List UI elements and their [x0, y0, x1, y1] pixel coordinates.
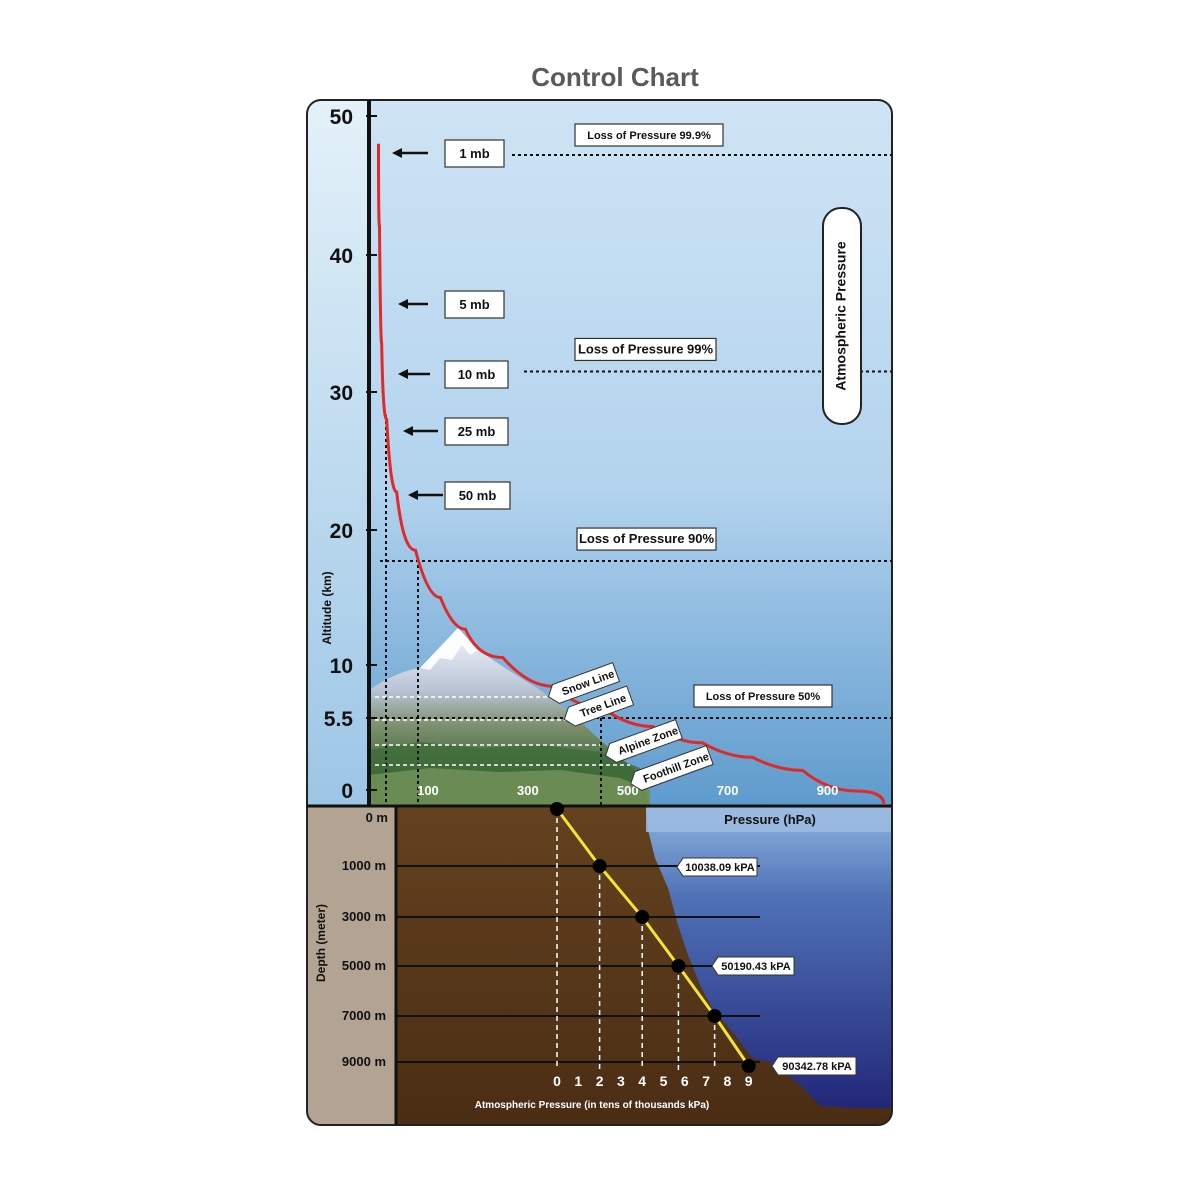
depth-point [741, 1059, 756, 1073]
pressure-callout-box [711, 956, 795, 976]
x-tick-label: 300 [517, 783, 539, 798]
loss-level-box [574, 337, 717, 362]
loss-level-box [574, 123, 724, 147]
y-tick-label: 30 [330, 382, 353, 405]
depth-x-tick-label: 1 [574, 1073, 582, 1089]
x-tick-label: 100 [417, 783, 439, 798]
pressure-callout-label: 50190.43 kPA [721, 961, 791, 973]
y-tick-label: 5.5 [324, 708, 354, 731]
altitude-axis-background [307, 100, 369, 806]
marker-arrow-head [392, 148, 402, 158]
loss-level-label: Loss of Pressure 99% [578, 341, 714, 356]
depth-tick-label: 1000 m [342, 858, 386, 873]
x-tick-label: 500 [617, 783, 639, 798]
depth-point [707, 1009, 722, 1023]
depth-x-axis-label: Atmospheric Pressure (in tens of thousan… [475, 1100, 710, 1111]
depth-x-tick-label: 4 [638, 1073, 646, 1089]
depth-x-tick-label: 7 [702, 1073, 710, 1089]
depth-point [671, 959, 686, 973]
depth-x-tick-label: 8 [724, 1073, 732, 1089]
pressure-callout-box [771, 1056, 857, 1076]
x-axis-label: Pressure (hPa) [724, 812, 816, 827]
pressure-marker-label: 50 mb [459, 488, 497, 503]
depth-axis-background [307, 806, 397, 1125]
panel-border [306, 99, 893, 1126]
marker-arrow-head [403, 426, 413, 436]
marker-arrow-head [408, 490, 418, 500]
depth-point [592, 859, 607, 873]
depth-x-tick-label: 3 [617, 1073, 625, 1089]
pressure-marker-label: 1 mb [459, 146, 489, 161]
depth-tick-label: 3000 m [342, 909, 386, 924]
depth-pressure-line [555, 808, 750, 1067]
y-tick-label: 10 [330, 655, 353, 678]
depth-x-tick-label: 2 [596, 1073, 604, 1089]
x-tick-label: 700 [717, 783, 739, 798]
pressure-marker-label: 10 mb [458, 367, 496, 382]
depth-point [550, 802, 564, 816]
depth-x-tick-label: 9 [745, 1073, 753, 1089]
side-label-box [822, 207, 862, 425]
pressure-callout-label: 10038.09 kPA [685, 862, 755, 874]
chart-title: Control Chart [531, 62, 699, 92]
pressure-marker-box [444, 481, 511, 510]
depth-tick-label: 9000 m [342, 1054, 386, 1069]
pressure-marker-box [444, 417, 509, 446]
pressure-marker-label: 5 mb [459, 297, 489, 312]
x-tick-label: 900 [817, 783, 839, 798]
depth-tick-label: 7000 m [342, 1008, 386, 1023]
depth-point [635, 910, 650, 924]
pressure-curve [377, 143, 886, 806]
y-tick-label: 20 [330, 520, 353, 543]
side-label: Atmospheric Pressure [833, 241, 849, 391]
y-tick-label: 50 [330, 106, 353, 129]
mountain-illustration [369, 628, 650, 806]
pressure-marker-box [444, 290, 505, 319]
pressure-callout-box [676, 857, 758, 877]
pressure-marker-box [444, 139, 505, 168]
marker-arrow-head [398, 369, 408, 379]
loss-level-label: Loss of Pressure 50% [706, 691, 821, 703]
pressure-marker-box [444, 360, 509, 389]
y-tick-label: 40 [330, 245, 353, 268]
depth-x-tick-label: 5 [660, 1073, 668, 1089]
depth-tick-label: 5000 m [342, 958, 386, 973]
depth-axis-label: Depth (meter) [314, 904, 328, 982]
loss-level-label: Loss of Pressure 99.9% [587, 130, 711, 142]
depth-x-tick-label: 6 [681, 1073, 689, 1089]
y-axis-label: Altitude (km) [320, 571, 334, 644]
pressure-callout-label: 90342.78 kPA [782, 1061, 852, 1073]
loss-level-box [576, 527, 717, 551]
loss-level-label: Loss of Pressure 90% [579, 531, 715, 546]
y-tick-label: 0 [341, 780, 353, 803]
depth-tick-label: 0 m [366, 810, 388, 825]
pressure-marker-label: 25 mb [458, 424, 496, 439]
zone-tag: Tree Line [563, 685, 635, 727]
depth-x-tick-label: 0 [553, 1073, 561, 1089]
marker-arrow-head [398, 299, 408, 309]
loss-level-box [693, 684, 833, 708]
